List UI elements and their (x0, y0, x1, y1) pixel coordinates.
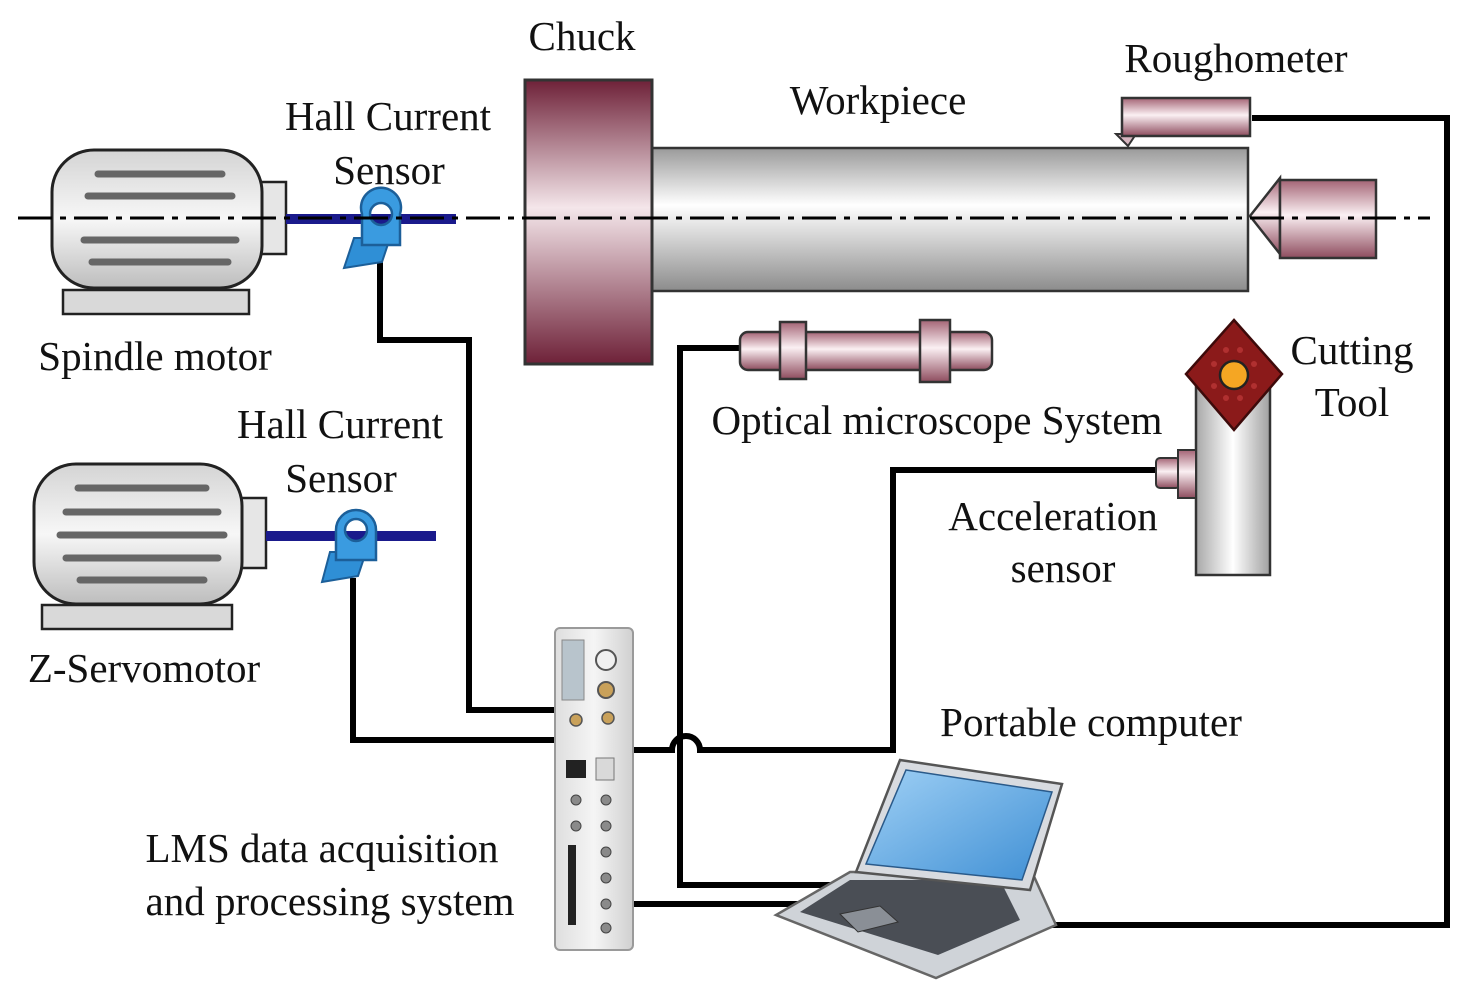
label-hall-sensor-2-line2: Sensor (285, 455, 397, 501)
cutting-tool-device (1184, 318, 1284, 577)
label-spindle-motor: Spindle motor (38, 333, 272, 379)
label-hall-sensor-1-line2: Sensor (333, 147, 445, 193)
laptop-icon (773, 758, 1064, 980)
laptop-screen (864, 769, 1053, 881)
z-servomotor (32, 462, 268, 631)
tool-insert-center (1218, 359, 1250, 391)
label-portable-computer: Portable computer (940, 699, 1242, 745)
label-chuck: Chuck (528, 13, 636, 59)
label-workpiece: Workpiece (790, 77, 967, 123)
label-lms-line2: and processing system (146, 878, 515, 924)
label-lms-line1: LMS data acquisition (145, 825, 498, 871)
label-acceleration-sensor-line1: Acceleration (948, 493, 1157, 539)
label-cutting-tool-line2: Tool (1315, 379, 1390, 425)
data-acquisition-unit-icon (554, 627, 634, 951)
hall-sensor-1-ring (359, 186, 403, 247)
label-z-servomotor: Z-Servomotor (28, 645, 261, 691)
electric-motor-icon (80, 170, 240, 266)
wire-hall-sensor-1-to-daq (377, 262, 566, 713)
hall-current-sensor-icon (342, 186, 403, 270)
labels: Chuck Workpiece Roughometer Hall Current… (28, 13, 1414, 924)
hall-sensor-2-ring (334, 508, 378, 562)
label-roughometer: Roughometer (1124, 35, 1348, 81)
wire-roughometer-to-laptop (1010, 115, 1450, 928)
z-servomotor-base (40, 603, 234, 631)
wire-hall-sensor-2-to-daq (350, 578, 566, 743)
servo-shaft (266, 531, 436, 541)
label-hall-sensor-2-line1: Hall Current (237, 401, 444, 447)
spindle-motor (50, 148, 288, 316)
laptop-touchpad (838, 905, 900, 933)
wire-acceleration-sensor-to-daq (630, 467, 1160, 753)
label-optical-microscope: Optical microscope System (712, 397, 1163, 443)
chuck-shape (523, 78, 654, 366)
hall-current-sensor-icon (320, 508, 378, 584)
label-hall-sensor-1-line1: Hall Current (285, 93, 492, 139)
roughometer-device (1113, 96, 1252, 148)
label-cutting-tool-line1: Cutting (1290, 327, 1413, 373)
electric-motor-icon (56, 484, 228, 584)
acceleration-sensor-device (1155, 449, 1197, 499)
optical-microscope-device (738, 318, 994, 384)
label-acceleration-sensor-line2: sensor (1011, 545, 1116, 591)
signal-wires (350, 115, 1450, 928)
wire-microscope-to-laptop (677, 345, 850, 888)
spindle-motor-base (61, 288, 251, 316)
